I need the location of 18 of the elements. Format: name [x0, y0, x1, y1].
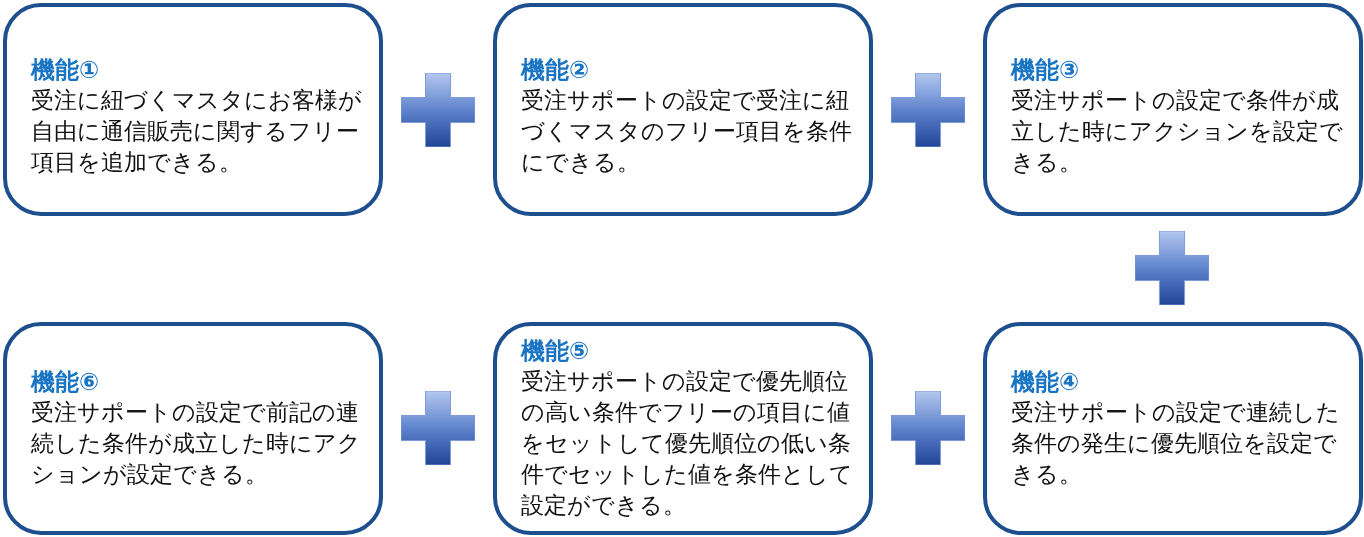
feature-heading: 機能①	[31, 55, 100, 85]
feature-box	[983, 322, 1363, 535]
feature-heading: 機能⑤	[521, 336, 590, 366]
feature-box	[3, 322, 383, 535]
feature-box	[493, 322, 873, 535]
feature-description: 受注サポートの設定で連続した条件の発生に優先順位を設定できる。	[1011, 398, 1341, 489]
feature-heading: 機能③	[1011, 55, 1080, 85]
feature-description: 受注サポートの設定で受注に紐づくマスタのフリー項目を条件にできる。	[521, 86, 853, 177]
feature-description: 受注サポートの設定で優先順位の高い条件でフリーの項目に値をセットして優先順位の低い条件でセットした値を条件として設定ができる。	[521, 367, 854, 520]
feature-heading: 機能②	[521, 55, 590, 85]
feature-description: 受注に紐づくマスタにお客様が自由に通信販売に関するフリー項目を追加できる。	[31, 86, 363, 177]
feature-heading: 機能④	[1011, 367, 1080, 397]
feature-box	[983, 3, 1363, 216]
feature-description: 受注サポートの設定で条件が成立した時にアクションを設定できる。	[1011, 86, 1344, 177]
feature-heading: 機能⑥	[31, 367, 100, 397]
feature-description: 受注サポートの設定で前記の連続した条件が成立した時にアクションが設定できる。	[31, 398, 362, 489]
feature-box	[3, 3, 383, 216]
feature-box	[493, 3, 873, 216]
